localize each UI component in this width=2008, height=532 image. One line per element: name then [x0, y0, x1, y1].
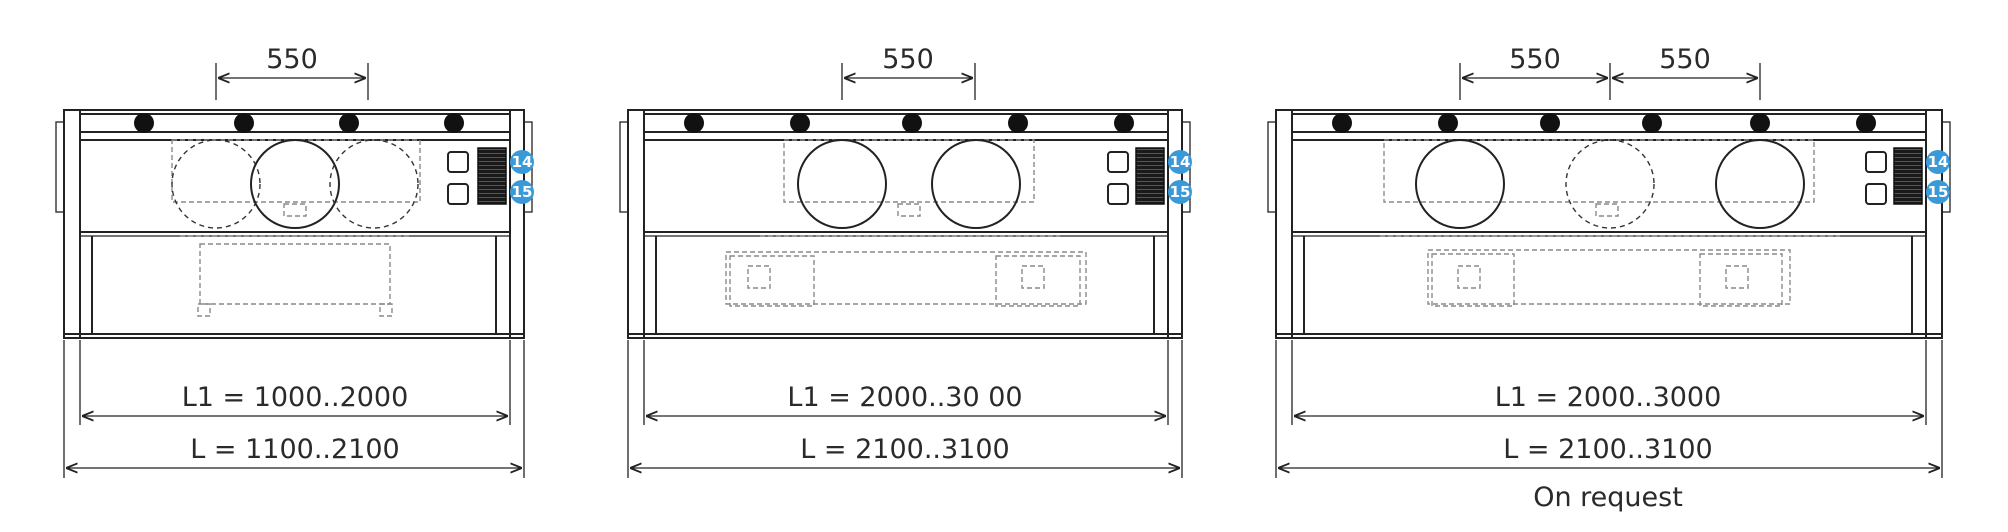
svg-text:15: 15 [1170, 183, 1191, 201]
l-label: L = 1100..2100 [190, 434, 399, 465]
outlet-nozzles [134, 113, 464, 133]
fan-spacing-label: 550 [266, 44, 318, 75]
svg-text:14: 14 [1170, 153, 1191, 171]
fan-spacing-dimension: 550 550 [1459, 44, 1761, 100]
badge-15: 15 [1168, 180, 1192, 204]
outlet-nozzles [1332, 113, 1876, 133]
l1-dimension: L1 = 1000..2000 [79, 340, 511, 425]
l-dimension: L = 2100..3100 [627, 340, 1183, 478]
svg-text:14: 14 [512, 153, 533, 171]
l1-dimension: L1 = 2000..30 00 [643, 340, 1169, 425]
svg-text:14: 14 [1928, 153, 1949, 171]
l1-label: L1 = 2000..3000 [1495, 382, 1722, 413]
badge-14: 14 [1926, 150, 1950, 174]
badge-15: 15 [1926, 180, 1950, 204]
badge-14: 14 [1168, 150, 1192, 174]
unit-1: 550 [55, 44, 534, 478]
fan-spacing-label: 550 [882, 44, 934, 75]
l1-label: L1 = 1000..2000 [182, 382, 409, 413]
l-label: L = 2100..3100 [800, 434, 1009, 465]
outlet-nozzles [684, 113, 1134, 133]
unit-3: 550 550 [1267, 44, 1951, 513]
fan-spacing-dimension: 550 [841, 44, 976, 100]
fan-spacing-label-b: 550 [1659, 44, 1711, 75]
fan-spacing-dimension: 550 [215, 44, 369, 100]
on-request-note: On request [1533, 482, 1683, 513]
l-dimension: L = 1100..2100 [63, 340, 525, 478]
badge-14: 14 [510, 150, 534, 174]
unit-2: 550 14 [619, 44, 1192, 478]
badge-15: 15 [510, 180, 534, 204]
svg-text:15: 15 [1928, 183, 1949, 201]
l1-label: L1 = 2000..30 00 [787, 382, 1022, 413]
l-label: L = 2100..3100 [1503, 434, 1712, 465]
l1-dimension: L1 = 2000..3000 [1291, 340, 1927, 425]
svg-text:15: 15 [512, 183, 533, 201]
l-dimension: L = 2100..3100 [1275, 340, 1943, 478]
fan-spacing-label-a: 550 [1509, 44, 1561, 75]
